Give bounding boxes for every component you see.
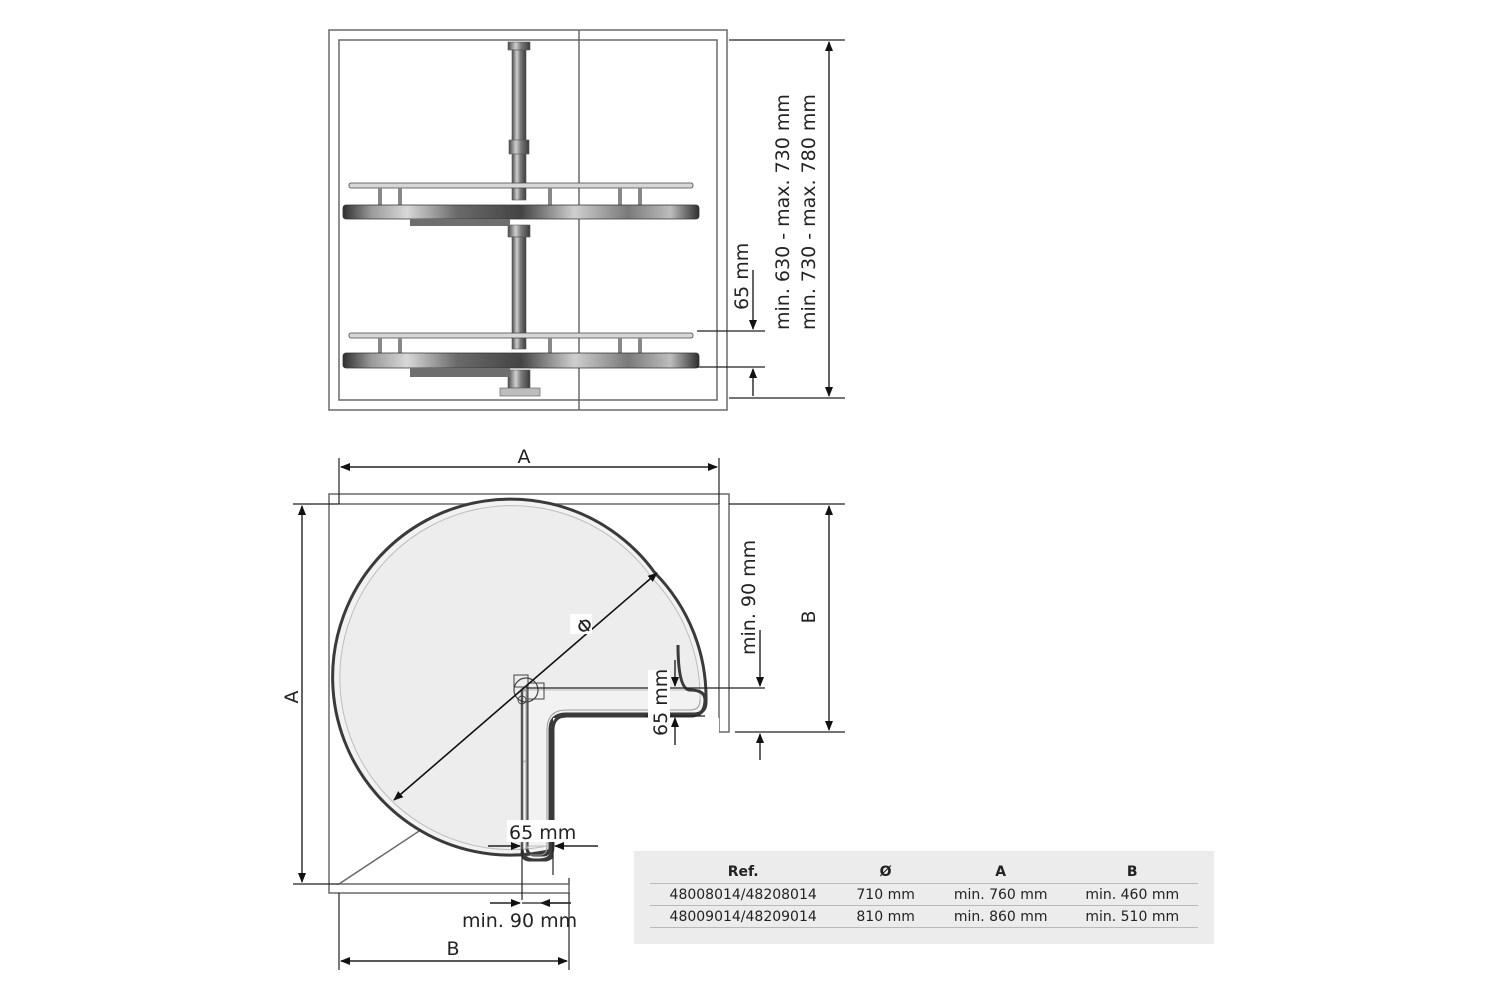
cell-diameter: 710 mm [836, 883, 935, 906]
notch-gap-horizontal-label: 65 mm [509, 822, 576, 844]
shelf-spacing-label: 65 mm [731, 243, 753, 310]
cell-b: min. 510 mm [1066, 905, 1198, 928]
cell-diameter: 810 mm [836, 905, 935, 928]
clearance-vertical-label: min. 90 mm [738, 540, 760, 655]
cabinet-outer-frame [328, 29, 728, 411]
lower-shelf [342, 332, 700, 377]
spec-table: Ref. Ø A B 48008014/48208014 710 mm min.… [634, 851, 1214, 944]
spec-table-header: Ref. Ø A B [650, 861, 1198, 884]
height-range-label-2: min. 730 - max. 780 mm [798, 94, 820, 330]
diameter-label-bg [570, 614, 592, 634]
cell-ref: 48009014/48209014 [650, 905, 837, 928]
depth-b-label-right: B [798, 610, 820, 623]
cell-ref: 48008014/48208014 [650, 883, 837, 906]
upper-shelf [342, 182, 700, 226]
header-b: B [1126, 864, 1138, 880]
width-b-label-bottom: B [446, 938, 459, 960]
table-row: 48009014/48209014 810 mm min. 860 mm min… [650, 905, 1198, 928]
cabinet-inner-frame [338, 39, 718, 401]
central-pole [499, 41, 541, 397]
spec-table-grid: Ref. Ø A B 48008014/48208014 710 mm min.… [650, 861, 1198, 928]
table-row: 48008014/48208014 710 mm min. 760 mm min… [650, 883, 1198, 906]
side-view: min. 630 - max. 730 mm min. 730 - max. 7… [328, 29, 845, 411]
cell-a: min. 860 mm [934, 905, 1067, 928]
clearance-horizontal-label: min. 90 mm [462, 910, 577, 932]
cell-a: min. 760 mm [934, 883, 1067, 906]
height-range-label-1: min. 630 - max. 730 mm [772, 94, 794, 330]
header-diameter: Ø [879, 864, 892, 880]
notch-gap-h-label-bg [507, 820, 575, 842]
width-a-label-left: A [281, 691, 303, 704]
top-view: Φ A A B B min. 90 mm 65 mm [281, 446, 845, 970]
notch-gap-label-bg [648, 670, 670, 736]
notch-gap-vertical-label: 65 mm [650, 669, 672, 736]
header-ref: Ref. [727, 864, 759, 880]
diameter-arrow [393, 572, 658, 801]
cell-b: min. 460 mm [1066, 883, 1198, 906]
header-a: A [995, 864, 1007, 880]
width-a-label-top: A [518, 446, 531, 468]
